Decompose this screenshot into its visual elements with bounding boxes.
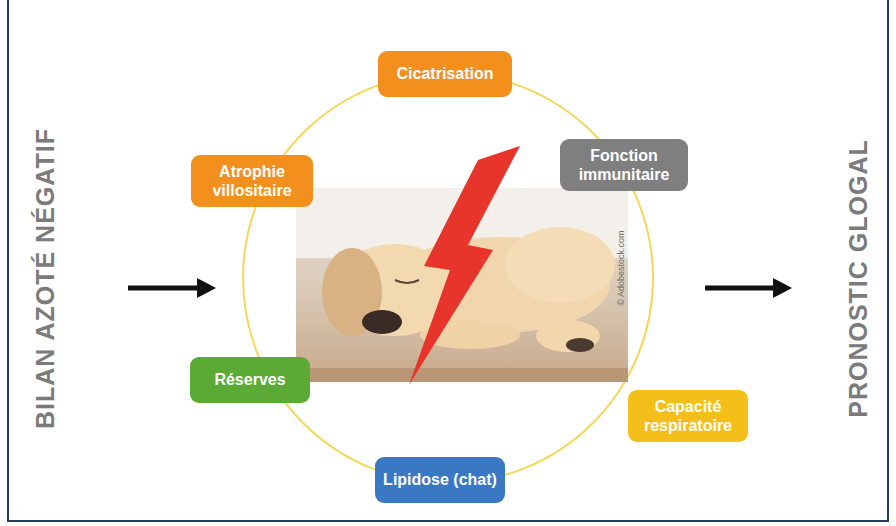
output-arrow [705,278,792,298]
topic-box: Cicatrisation [378,51,512,97]
side-heading: BILAN AZOTÉ NÉGATIF [31,128,60,429]
topic-box: Lipidose (chat) [375,457,505,503]
topic-box: Réserves [190,357,310,403]
topic-box: Capacité respiratoire [628,390,748,442]
topic-label: Fonction immunitaire [568,146,680,184]
topic-label: Réserves [214,370,285,389]
frame-border [8,0,888,521]
topic-label: Capacité respiratoire [636,397,740,435]
topic-box: Fonction immunitaire [560,139,688,191]
topic-label: Atrophie villositaire [199,162,305,200]
watermark: © Adobestock.com [616,230,626,305]
input-arrow [128,278,216,298]
topic-box: Atrophie villositaire [191,155,313,207]
topic-label: Lipidose (chat) [383,470,497,489]
lightning-bolt [409,146,520,385]
side-heading: PRONOSTIC GLOGAL [844,139,873,418]
cycle-ring [243,73,653,483]
topic-label: Cicatrisation [397,64,494,83]
